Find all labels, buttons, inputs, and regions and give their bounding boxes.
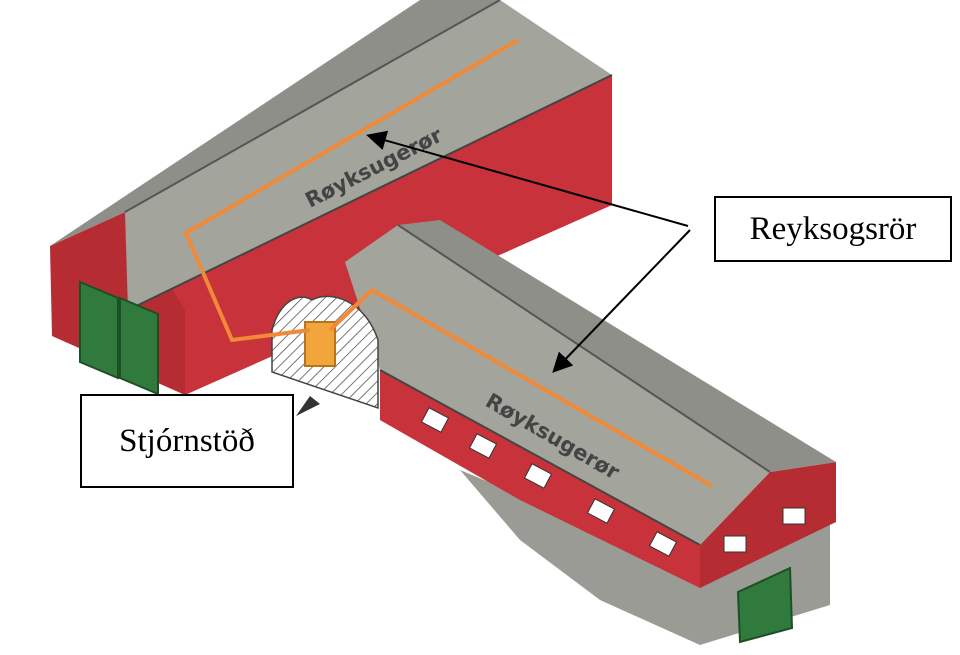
upper-barn — [50, 0, 613, 396]
callout-control-label: Stjórnstöð — [80, 394, 294, 488]
upper-barn-ridge — [124, 0, 501, 213]
pipes — [183, 38, 713, 488]
lower-barn-roof-slope-near — [345, 225, 770, 545]
callout-pipe-label: Reyksogsrör — [714, 196, 952, 262]
upper-barn-side-wall — [128, 75, 612, 395]
window — [420, 407, 450, 433]
upper-barn-door-left — [79, 280, 119, 380]
window — [782, 507, 806, 525]
window — [523, 463, 553, 489]
lower-barn — [345, 220, 836, 645]
window — [586, 498, 616, 524]
lower-pipe — [328, 287, 713, 488]
arrow-to-control-unit — [296, 396, 320, 416]
arrow-to-upper-pipe — [366, 130, 689, 227]
window — [723, 535, 747, 553]
lower-barn-gable-wall — [700, 462, 836, 588]
upper-pipe — [183, 38, 520, 343]
lower-barn-roof-slope-far — [398, 220, 836, 472]
lower-barn-door — [736, 566, 794, 644]
window — [648, 531, 678, 557]
arrow-to-lower-pipe — [552, 229, 691, 373]
upper-barn-door-right — [119, 296, 159, 396]
cutaway — [271, 295, 379, 410]
window — [468, 433, 498, 459]
upper-barn-roof-slope-near — [125, 0, 612, 310]
upper-barn-roof-slope-far — [50, 0, 500, 246]
